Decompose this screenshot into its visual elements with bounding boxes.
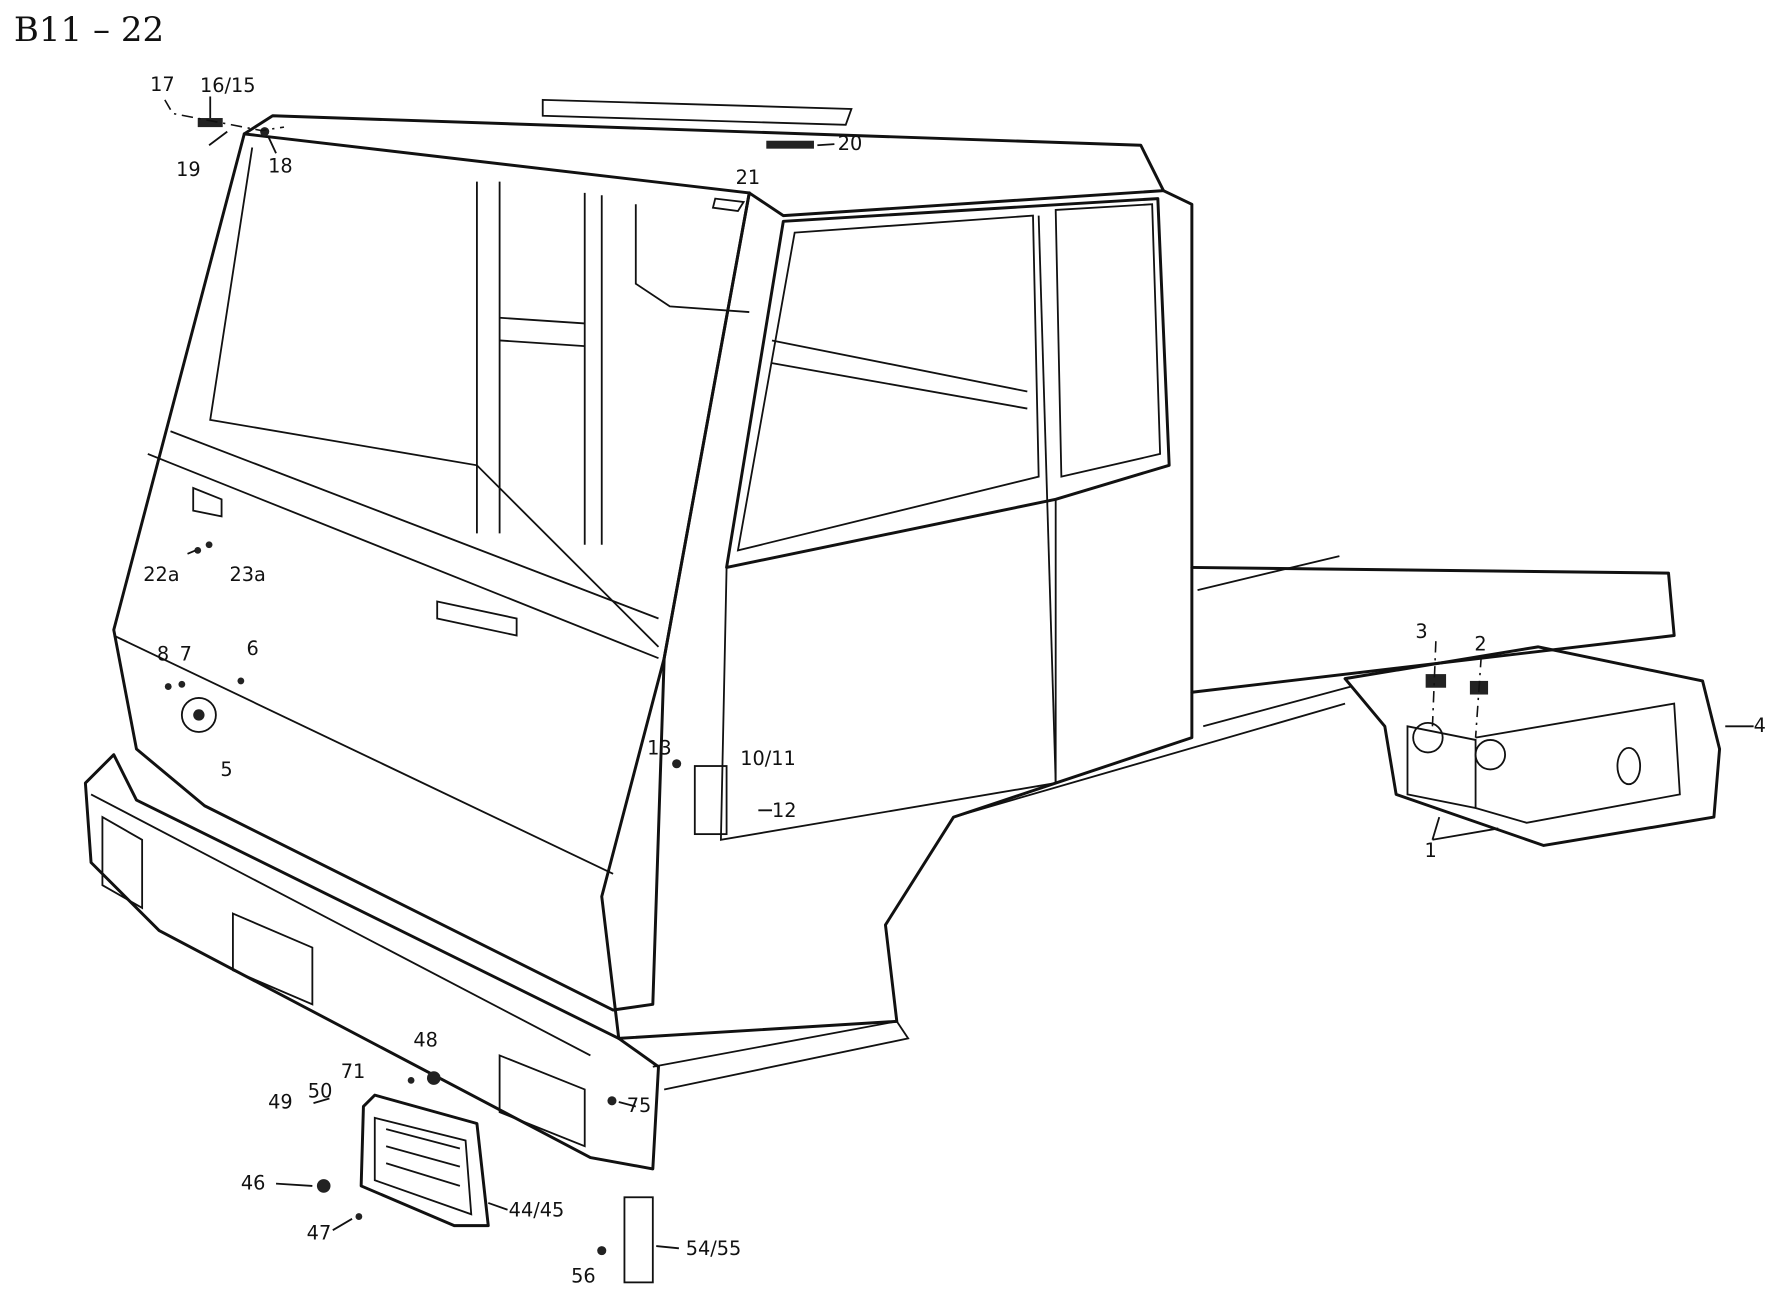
headlamp-assembly xyxy=(180,697,728,1284)
leader-lines xyxy=(164,96,1754,1250)
callout-13: 13 xyxy=(647,737,672,760)
callout-75: 75 xyxy=(627,1094,652,1117)
chassis-frame-rail xyxy=(953,555,1676,818)
callout-50: 50 xyxy=(308,1079,333,1102)
callout-8: 8 xyxy=(157,642,169,665)
small-parts xyxy=(164,118,1489,1256)
battery-box xyxy=(1343,645,1722,847)
callout-12: 12 xyxy=(772,799,797,822)
callout-22a: 22a xyxy=(143,563,179,586)
callout-56: 56 xyxy=(571,1264,596,1287)
callout-20: 20 xyxy=(838,132,863,155)
callout-46: 46 xyxy=(241,1171,266,1194)
cab-front xyxy=(112,132,751,1012)
callout-labels: 17 16/15 19 18 20 21 22a 23a 8 7 6 5 13 … xyxy=(143,73,1766,1288)
callout-3: 3 xyxy=(1415,620,1427,643)
callout-7: 7 xyxy=(180,642,192,665)
cab-roof xyxy=(242,98,1165,218)
callout-16-15: 16/15 xyxy=(200,74,256,97)
cab-side xyxy=(600,189,1194,1040)
callout-6: 6 xyxy=(247,637,259,660)
callout-19: 19 xyxy=(176,158,201,181)
callout-44-45: 44/45 xyxy=(509,1199,565,1222)
callout-47: 47 xyxy=(307,1221,332,1244)
callout-2: 2 xyxy=(1474,632,1486,655)
callout-49: 49 xyxy=(268,1091,293,1114)
callout-1: 1 xyxy=(1425,839,1437,862)
callout-10-11: 10/11 xyxy=(740,747,796,770)
callout-21: 21 xyxy=(736,166,761,189)
callout-54-55: 54/55 xyxy=(686,1237,742,1260)
callout-4: 4 xyxy=(1754,714,1766,737)
front-bumper xyxy=(83,753,910,1171)
callout-18: 18 xyxy=(268,154,293,177)
callout-48: 48 xyxy=(413,1028,438,1051)
diagram-title: B11 – 22 xyxy=(14,10,164,50)
callout-17: 17 xyxy=(150,73,175,96)
callout-23a: 23a xyxy=(230,563,266,586)
callout-71: 71 xyxy=(341,1060,366,1083)
callout-5: 5 xyxy=(220,758,232,781)
